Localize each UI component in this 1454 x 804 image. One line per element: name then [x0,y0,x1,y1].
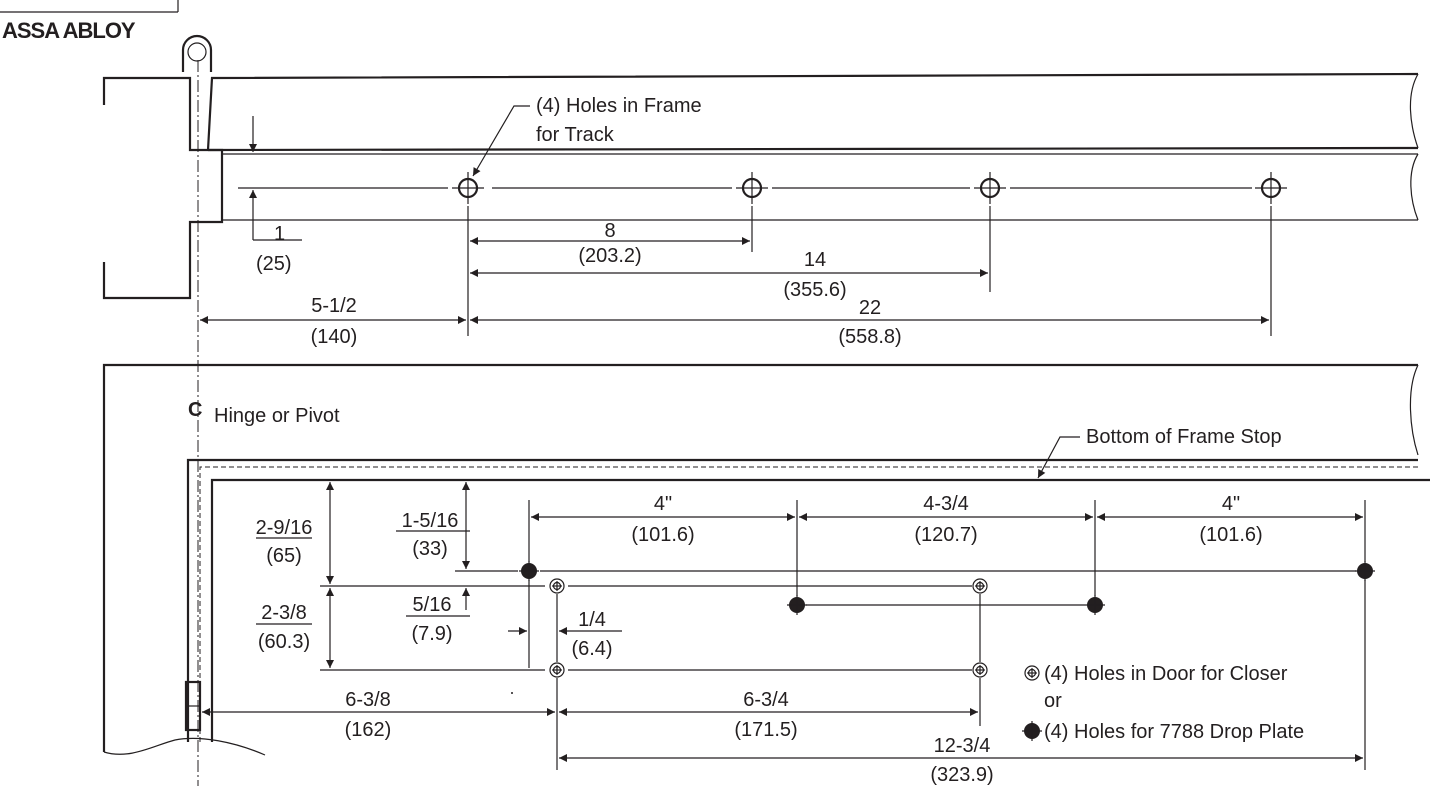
dim-4-3-4: 4-3/4 [923,493,969,515]
svg-text:(7.9): (7.9) [411,623,452,645]
closer-hole [972,662,988,678]
dim-5-16: 5/16 [413,594,452,616]
frame-stop-label: Bottom of Frame Stop [1086,426,1282,448]
dim-2-3-8: 2-3/8 [261,602,307,624]
dim-1-5-16: 1-5/16 [402,510,459,532]
legend-or: or [1044,690,1062,712]
dim-2-9-16: 2-9/16 [256,517,313,539]
frame-profile [102,76,224,300]
legend-closer-symbol [1024,665,1040,681]
dim-4-a: 4" [654,493,672,515]
closer-hole [972,578,988,594]
svg-text:(171.5): (171.5) [734,719,797,741]
dim-8: 8 [604,220,615,242]
drop-plate-hole [787,595,807,615]
frame-hole [736,172,768,204]
hinge-or-pivot-label: Hinge or Pivot [214,405,340,427]
svg-text:(25): (25) [256,253,292,275]
dim-1-4: 1/4 [578,609,606,631]
dim-1: 1 [274,223,285,245]
drop-plate-hole [1085,595,1105,615]
svg-text:(60.3): (60.3) [258,631,310,653]
centerline-symbol: C [188,399,202,421]
svg-text:(6.4): (6.4) [571,638,612,660]
svg-text:(558.8): (558.8) [838,326,901,348]
drop-plate-hole [519,561,539,581]
hinge-knuckle [181,34,213,72]
closer-hole [549,662,565,678]
legend-drop-plate-symbol [1022,721,1042,741]
frame-hole [1255,172,1287,204]
bottom-of-frame-stop [210,478,1430,742]
assa-abloy-logo: ASSA ABLOY [2,18,136,43]
top-view: (4) Holes in Frame for Track 1 (25) 8 (2… [102,34,1419,348]
svg-text:(120.7): (120.7) [914,524,977,546]
dim-5-1-2: 5-1/2 [311,295,357,317]
door-outline [102,363,1418,752]
holes-in-frame-callout: (4) Holes in Frame [536,95,702,117]
closer-hole [549,578,565,594]
frame-hole [452,172,484,204]
svg-text:(140): (140) [311,326,358,348]
dim-12-3-4: 12-3/4 [934,735,991,757]
dim-6-3-4: 6-3/4 [743,689,789,711]
dim-6-3-8: 6-3/8 [345,689,391,711]
door-top-edge [206,72,1419,151]
svg-text:(203.2): (203.2) [578,245,641,267]
legend-closer-holes: (4) Holes in Door for Closer [1044,663,1288,685]
dim-4-b: 4" [1222,493,1240,515]
svg-text:(65): (65) [266,545,302,567]
dim-22: 22 [859,297,881,319]
svg-text:(355.6): (355.6) [783,279,846,301]
bottom-view: C Hinge or Pivot Bottom of Frame Stop [102,363,1430,786]
drop-plate-hole [1355,561,1375,581]
svg-text:(33): (33) [412,538,448,560]
svg-text:(101.6): (101.6) [1199,524,1262,546]
legend-drop-plate-holes: (4) Holes for 7788 Drop Plate [1044,721,1304,743]
svg-text:(323.9): (323.9) [930,764,993,786]
svg-text:for Track: for Track [536,124,615,146]
frame-hole [974,172,1006,204]
svg-text:(162): (162) [345,719,392,741]
svg-text:(101.6): (101.6) [631,524,694,546]
dim-14: 14 [804,249,826,271]
